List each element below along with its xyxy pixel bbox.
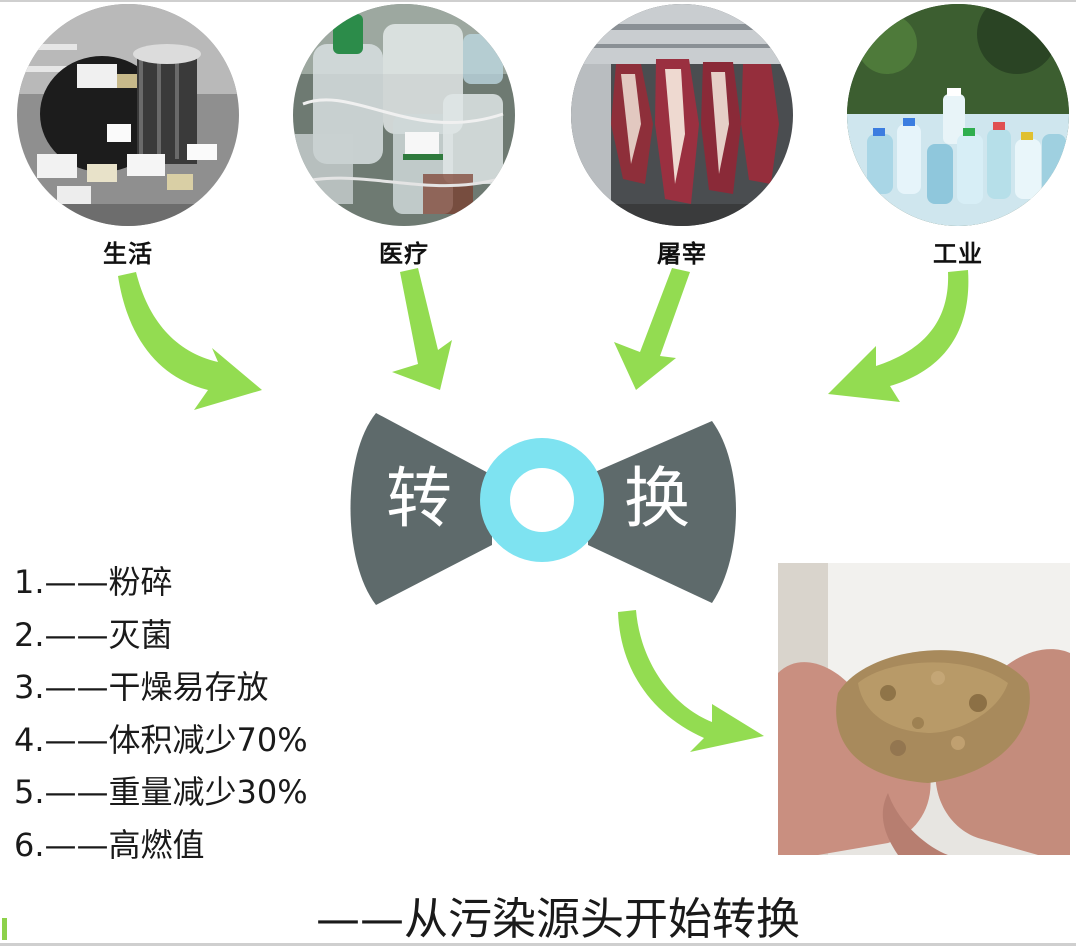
step-item: 3.——干燥易存放	[14, 668, 269, 706]
source-label-industrial: 工业	[933, 240, 983, 268]
converter-bowtie	[350, 413, 736, 605]
slaughter-carcass-photo	[571, 4, 793, 226]
bowtie-left-wing	[350, 413, 492, 605]
source-label-slaughter: 屠宰	[657, 240, 707, 268]
step-item: 1.——粉碎	[14, 563, 173, 601]
converter-right-char: 换	[624, 460, 690, 537]
source-medical: 医疗	[293, 4, 515, 274]
arrow-industrial-icon	[828, 270, 969, 402]
step-item: 2.——灭菌	[14, 615, 173, 654]
source-label-medical: 医疗	[379, 240, 429, 268]
source-household: 生活	[17, 4, 239, 274]
bottom-border	[0, 943, 1076, 946]
step-item: 6.——高燃值	[14, 825, 205, 864]
medical-waste-photo	[293, 4, 515, 226]
step-item: 5.——重量减少30%	[14, 773, 308, 811]
dried-powder-in-hands-photo	[778, 563, 1070, 855]
process-steps-list: 1.——粉碎 2.——灭菌 3.——干燥易存放 4.——体积减少70% 5.——…	[14, 558, 308, 873]
source-label-household: 生活	[103, 240, 153, 268]
arrow-slaughter-icon	[614, 268, 690, 390]
center-ring-icon	[480, 438, 604, 562]
source-industrial: 工业	[847, 4, 1069, 274]
arrow-household-icon	[118, 272, 262, 410]
source-slaughter: 屠宰	[571, 4, 793, 274]
corner-accent	[2, 918, 7, 940]
arrow-product-icon	[618, 610, 764, 752]
converter-left-char: 转	[386, 460, 452, 537]
top-border	[0, 0, 1076, 2]
tagline: ——从污染源头开始转换	[316, 894, 800, 945]
arrow-medical-icon	[392, 268, 452, 390]
bowtie-right-wing	[588, 421, 736, 603]
step-item: 4.——体积减少70%	[14, 720, 308, 759]
